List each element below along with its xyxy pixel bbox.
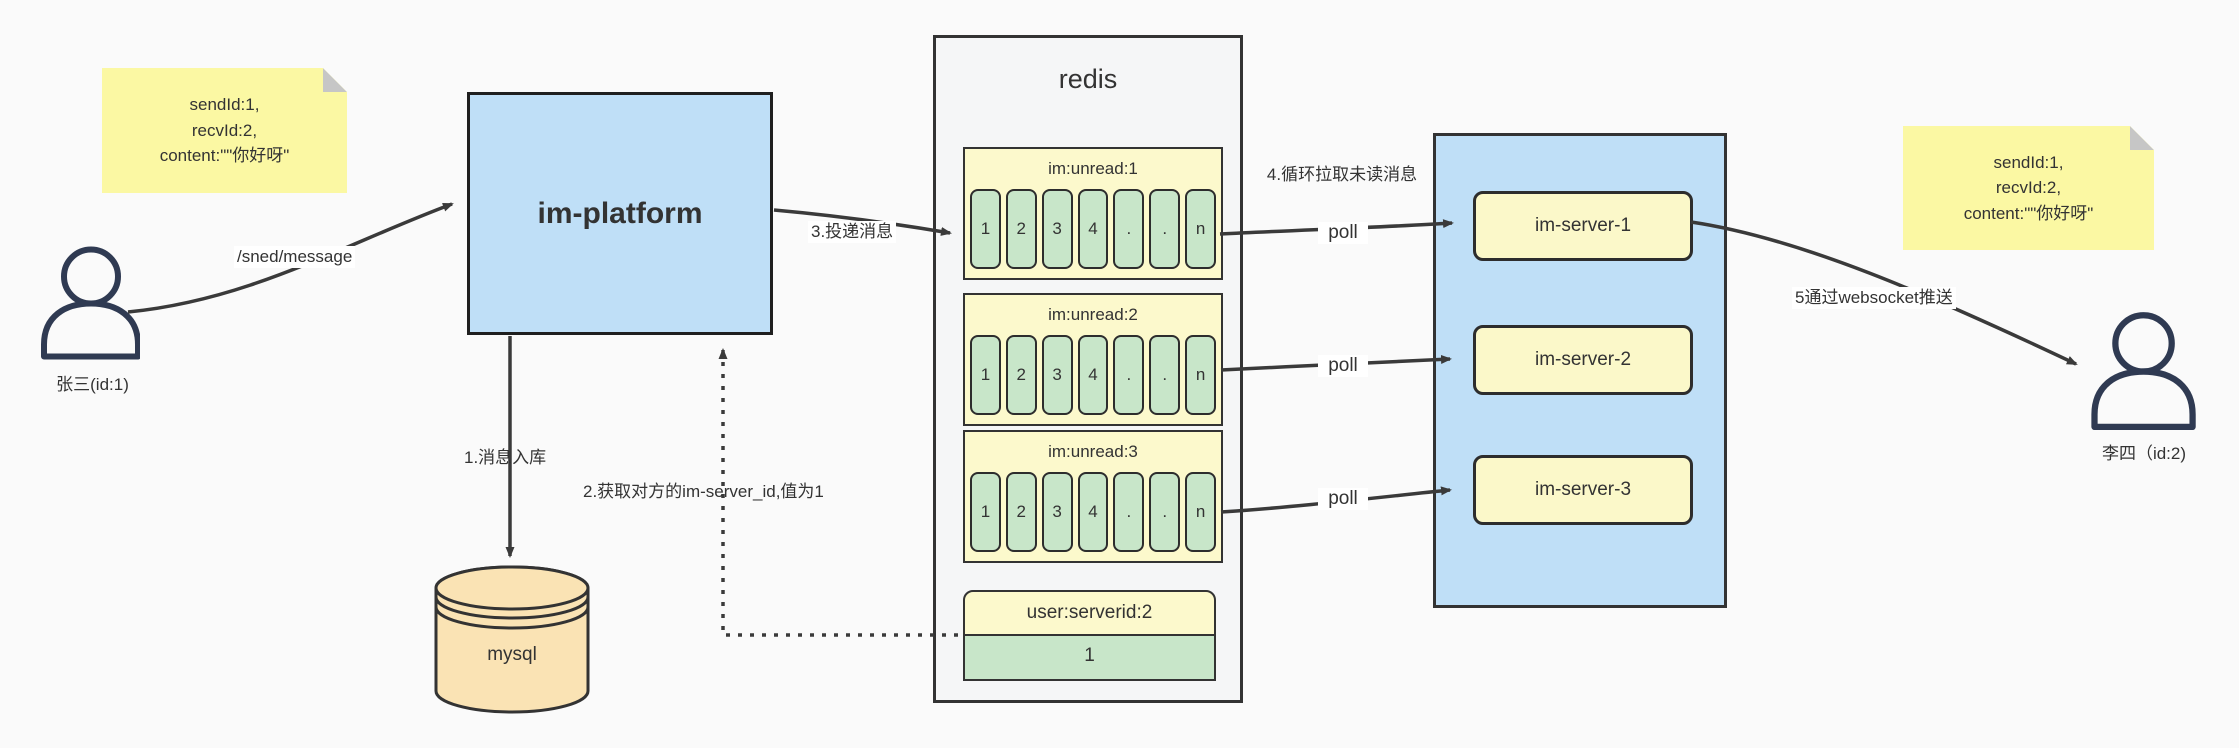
im-server-2-node: im-server-2 [1473, 325, 1693, 395]
queue-cell: 2 [1005, 189, 1037, 269]
queue-1-header: im:unread:1 [1048, 159, 1138, 178]
queue-cell: 2 [1005, 335, 1037, 415]
queue-cell: . [1149, 472, 1181, 552]
edge-label-poll-1: poll [1318, 222, 1368, 244]
mysql-database-icon [434, 565, 590, 714]
queue-cell: . [1113, 189, 1145, 269]
mysql-label: mysql [487, 644, 537, 665]
queue-cell: 1 [970, 189, 1001, 269]
queue-3-cells: 1 2 3 4 . . n [965, 472, 1221, 552]
redis-container: redis im:unread:1 1 2 3 4 . . n im:unrea… [933, 35, 1243, 703]
note-right-line1: sendId:1, [1993, 152, 2064, 172]
actor-left-label: 张三(id:1) [56, 375, 129, 394]
queue-cell: n [1185, 472, 1217, 552]
note-left-line1: sendId:1, [189, 95, 260, 115]
sticky-note-left: sendId:1, recvId:2, content:""你好呀" [102, 68, 347, 193]
queue-cell: . [1149, 189, 1181, 269]
edge-label-step3: 3.投递消息 [808, 221, 897, 243]
edge-label-poll-3: poll [1318, 488, 1368, 510]
edge-label-poll-2: poll [1318, 355, 1368, 377]
queue-2-header: im:unread:2 [1048, 305, 1138, 324]
queue-cell: 2 [1005, 472, 1037, 552]
queue-cell: n [1185, 189, 1217, 269]
im-platform-node: im-platform [467, 92, 773, 335]
sticky-note-right-text: sendId:1, recvId:2, content:""你好呀" [1964, 150, 2094, 227]
queue-3-header: im:unread:3 [1048, 442, 1138, 461]
user-icon-zhangsan [41, 246, 140, 360]
kv-header: user:serverid:2 [963, 590, 1216, 636]
sticky-note-left-text: sendId:1, recvId:2, content:""你好呀" [160, 92, 290, 169]
queue-cell: . [1113, 335, 1145, 415]
im-platform-label: im-platform [537, 196, 703, 230]
edge-label-step1: 1.消息入库 [464, 448, 547, 467]
edge-label-step2: 2.获取对方的im-server_id,值为1 [583, 482, 824, 501]
queue-cell: . [1149, 335, 1181, 415]
queue-cell: 3 [1041, 189, 1073, 269]
actor-right-label: 李四（id:2) [2101, 444, 2187, 463]
queue-2-cells: 1 2 3 4 . . n [965, 335, 1221, 415]
edge-label-step4: 4.循环拉取未读消息 [1266, 165, 1418, 184]
kv-value: 1 [963, 636, 1216, 681]
queue-im-unread-3: im:unread:3 1 2 3 4 . . n [963, 430, 1223, 563]
sticky-note-right: sendId:1, recvId:2, content:""你好呀" [1903, 126, 2154, 250]
edge-label-step5: 5通过websocket推送 [1792, 287, 1956, 309]
edge-label-send: /sned/message [234, 246, 356, 268]
kv-user-serverid: user:serverid:2 1 [963, 590, 1216, 681]
queue-cell: 1 [970, 472, 1001, 552]
user-icon-lisi [2091, 312, 2196, 430]
queue-cell: 4 [1077, 189, 1109, 269]
queue-cell: 3 [1041, 472, 1073, 552]
redis-title: redis [1058, 64, 1118, 94]
note-fold-icon [2130, 126, 2154, 150]
queue-cell: 1 [970, 335, 1001, 415]
queue-cell: n [1185, 335, 1217, 415]
note-left-line2: recvId:2, [191, 120, 258, 140]
im-server-cluster: im-server-1 im-server-2 im-server-3 [1433, 133, 1727, 608]
queue-cell: 4 [1077, 335, 1109, 415]
queue-1-cells: 1 2 3 4 . . n [965, 189, 1221, 269]
note-left-line3: content:""你好呀" [159, 146, 290, 166]
im-server-1-node: im-server-1 [1473, 191, 1693, 261]
note-right-line2: recvId:2, [1995, 178, 2062, 198]
queue-cell: . [1113, 472, 1145, 552]
queue-cell: 4 [1077, 472, 1109, 552]
queue-im-unread-1: im:unread:1 1 2 3 4 . . n [963, 147, 1223, 280]
note-fold-icon [323, 68, 347, 92]
queue-im-unread-2: im:unread:2 1 2 3 4 . . n [963, 293, 1223, 426]
queue-cell: 3 [1041, 335, 1073, 415]
note-right-line3: content:""你好呀" [1963, 203, 2094, 223]
im-server-3-node: im-server-3 [1473, 455, 1693, 525]
